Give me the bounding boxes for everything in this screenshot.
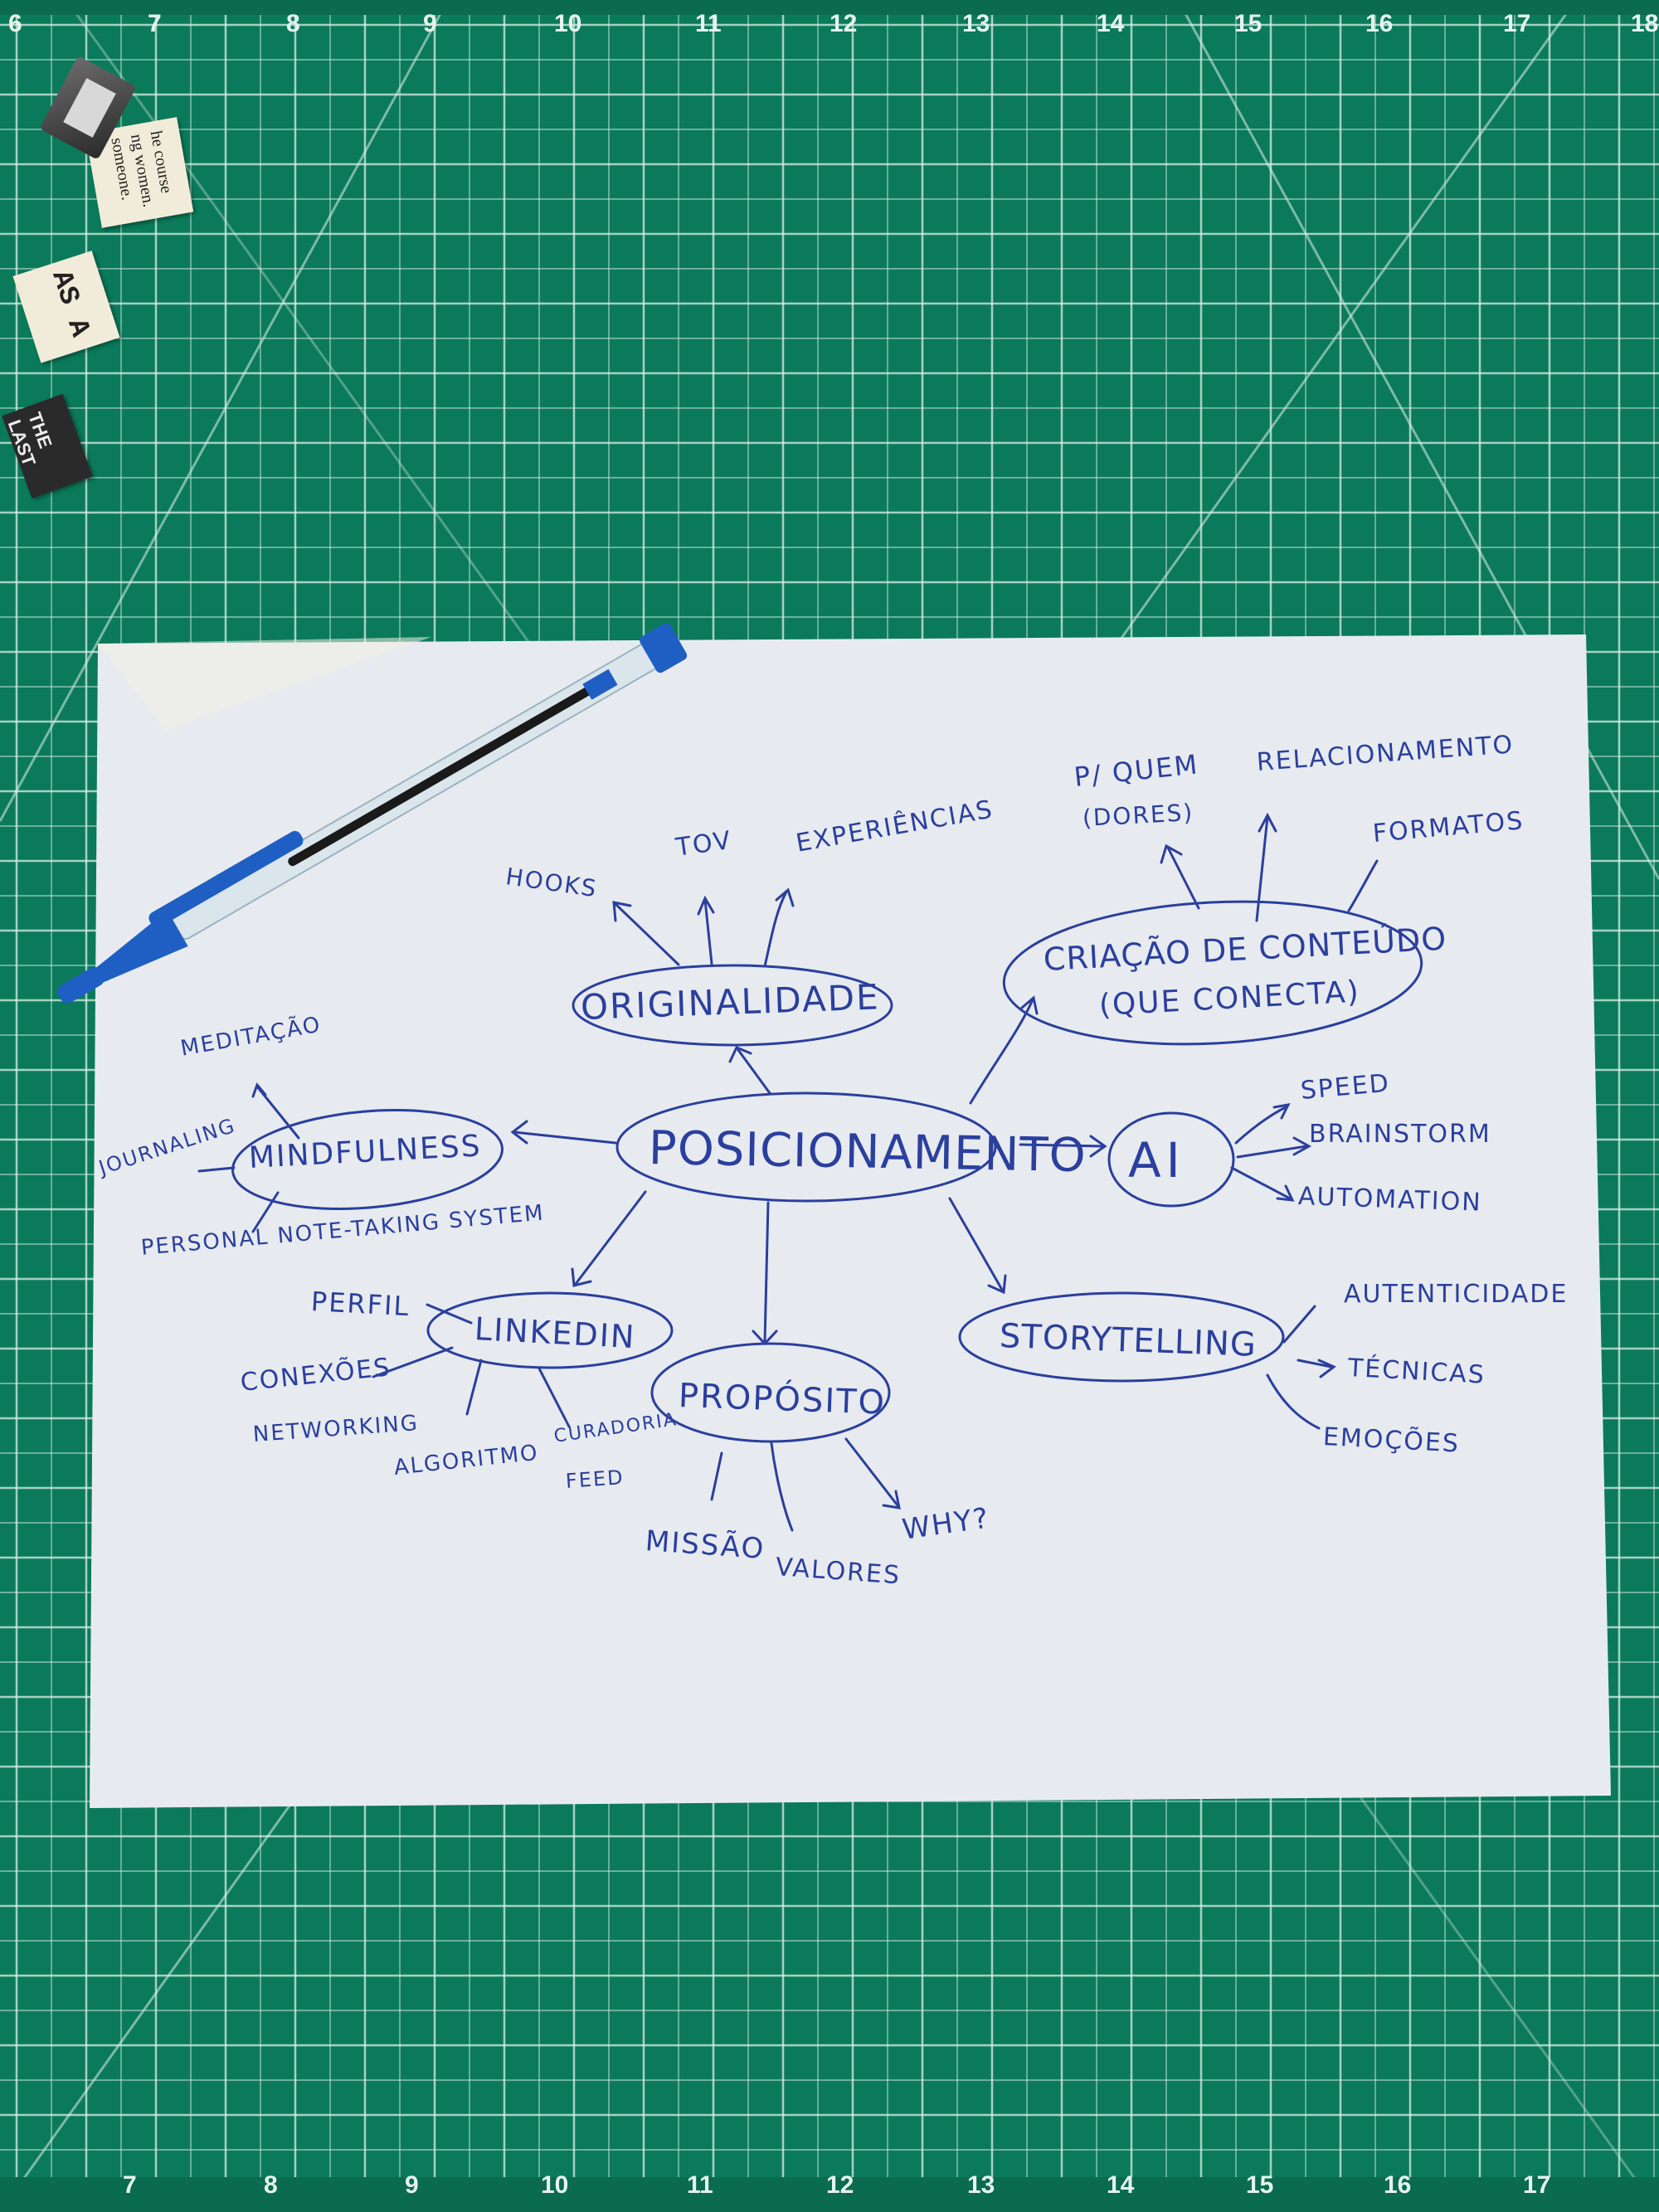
connector <box>737 1048 771 1095</box>
leaf-autenticidade: AUTENTICIDADE <box>1344 1280 1569 1309</box>
node-outline <box>1002 900 1423 1046</box>
connector <box>513 1130 617 1145</box>
connector <box>1019 1143 1105 1148</box>
leaf-feed: FEED <box>565 1466 625 1493</box>
connector <box>1255 815 1269 922</box>
ruler-number: 10 <box>554 10 582 37</box>
ruler-number: 8 <box>264 2171 278 2199</box>
connector <box>763 1201 770 1344</box>
ruler-number: 7 <box>148 10 162 37</box>
ruler-number: 15 <box>1246 2171 1274 2199</box>
ruler-number: 13 <box>962 10 990 37</box>
leaf-perfil: PERFIL <box>310 1286 411 1323</box>
connector <box>1266 1373 1321 1430</box>
connector <box>710 1451 723 1501</box>
ruler-number: 16 <box>1384 2171 1412 2199</box>
connector <box>763 890 788 968</box>
node-outline <box>1107 1111 1235 1208</box>
ruler-number: 15 <box>1234 10 1262 37</box>
connector <box>1230 1166 1292 1200</box>
ruler-number: 13 <box>967 2171 995 2199</box>
node-outline <box>572 964 893 1047</box>
node-proposito: PROPÓSITO <box>678 1377 887 1422</box>
connector <box>1166 846 1200 910</box>
connector <box>1297 1359 1333 1369</box>
ruler-number: 16 <box>1365 10 1394 37</box>
ballpoint-pen <box>57 623 688 1004</box>
connector <box>1236 1145 1308 1159</box>
node-outline <box>231 1108 504 1211</box>
ruler-number: 6 <box>8 10 22 37</box>
node-outline <box>426 1291 674 1369</box>
ruler-number: 11 <box>687 2171 713 2199</box>
connector <box>574 1190 647 1286</box>
node-outline <box>615 1091 997 1203</box>
connector <box>1282 1305 1316 1344</box>
node-ai: AI <box>1128 1132 1185 1189</box>
leaf-dores: (DORES) <box>1082 798 1195 832</box>
node-outline <box>958 1291 1285 1383</box>
connector <box>948 1197 1004 1291</box>
ruler-number: 9 <box>405 2171 419 2199</box>
ruler-number: 10 <box>541 2171 569 2199</box>
connector <box>1347 859 1379 912</box>
connector <box>703 898 713 965</box>
ruler-number: 17 <box>1503 10 1531 37</box>
leaf-brainstorm: BRAINSTORM <box>1309 1120 1491 1149</box>
ruler-number: 14 <box>1097 10 1125 37</box>
connector <box>197 1166 236 1173</box>
connector <box>614 902 680 966</box>
connector <box>770 1441 794 1532</box>
connector <box>969 998 1034 1105</box>
ruler-number: 14 <box>1107 2171 1135 2199</box>
node-outline <box>650 1342 891 1443</box>
ruler-number: 8 <box>286 10 300 37</box>
ruler-number: 18 <box>1631 10 1659 37</box>
ruler-number: 12 <box>830 10 858 37</box>
ruler-number: 11 <box>695 10 722 37</box>
arrowheads <box>251 812 1336 1510</box>
ruler-number: 17 <box>1523 2171 1551 2199</box>
mindmap-ink <box>197 815 1423 1532</box>
connector <box>1234 1106 1287 1145</box>
connector <box>251 1191 280 1233</box>
ruler-number: 9 <box>423 10 437 37</box>
connector <box>538 1367 571 1428</box>
connector <box>372 1346 454 1378</box>
connector <box>465 1359 483 1416</box>
connector <box>426 1303 473 1325</box>
connector <box>844 1437 899 1507</box>
node-center: POSICIONAMENTO <box>648 1121 1087 1184</box>
ruler-number: 12 <box>826 2171 854 2199</box>
ruler-number: 7 <box>123 2171 137 2199</box>
